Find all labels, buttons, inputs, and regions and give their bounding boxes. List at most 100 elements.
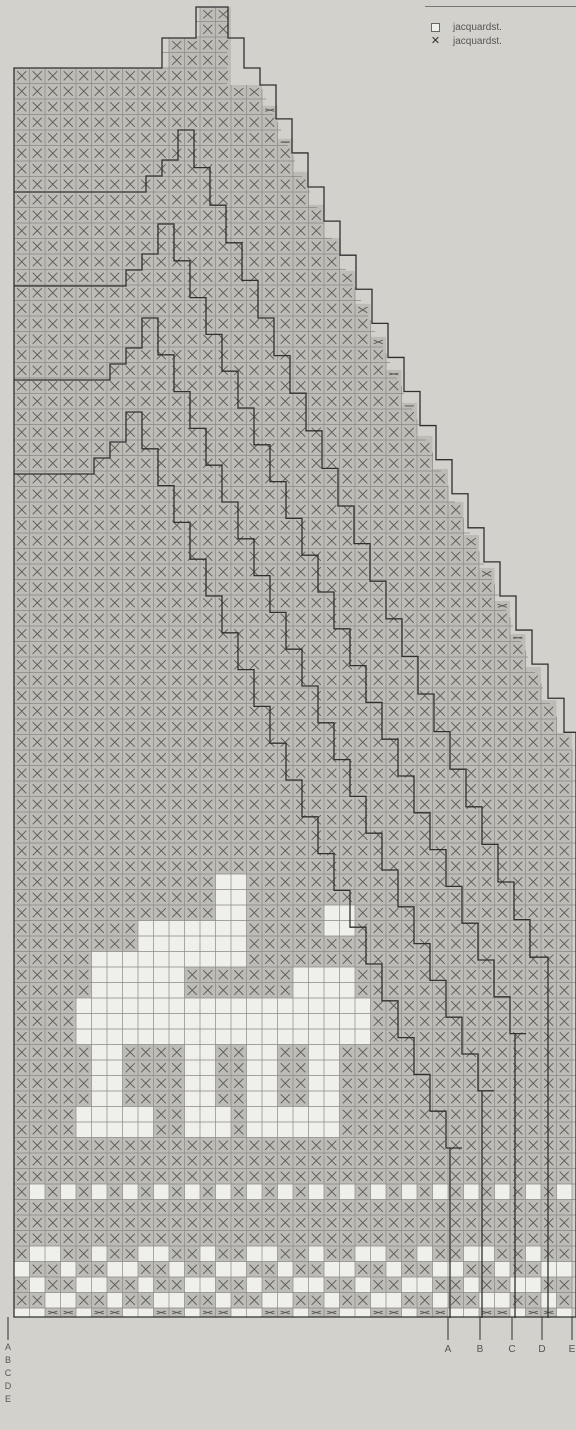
- chart-cell-empty: [231, 1308, 247, 1317]
- chart-cell-empty: [216, 874, 232, 890]
- chart-cell-empty: [340, 1184, 356, 1200]
- chart-cell-empty: [92, 1277, 108, 1293]
- chart-cell-empty: [324, 967, 340, 983]
- chart-cell-empty: [278, 1029, 294, 1045]
- chart-cell-empty: [324, 1091, 340, 1107]
- chart-cell-empty: [464, 1308, 480, 1317]
- chart-cell-empty: [293, 983, 309, 999]
- chart-cell-empty: [262, 1076, 278, 1092]
- chart-cell-empty: [247, 1308, 263, 1317]
- chart-cell-empty: [355, 1029, 371, 1045]
- chart-cell-empty: [231, 998, 247, 1014]
- chart-cell-empty: [541, 1262, 557, 1278]
- chart-cell-empty: [123, 1308, 139, 1317]
- chart-cell-empty: [293, 1308, 309, 1317]
- chart-cell-empty: [262, 1060, 278, 1076]
- chart-cell-empty: [14, 1308, 30, 1317]
- chart-cell-empty: [247, 1045, 263, 1061]
- size-marker-label: B: [477, 1344, 484, 1355]
- chart-cell-empty: [30, 1246, 46, 1262]
- chart-cell-empty: [340, 1014, 356, 1030]
- size-markers: ABCDEABCDE: [5, 1317, 576, 1404]
- chart-cell-empty: [107, 1107, 123, 1123]
- chart-cell-empty: [92, 1091, 108, 1107]
- chart-cell-empty: [386, 1293, 402, 1309]
- chart-cell-empty: [324, 1107, 340, 1123]
- chart-cell-empty: [61, 1184, 77, 1200]
- size-marker-label: E: [569, 1344, 576, 1355]
- chart-cell-empty: [154, 998, 170, 1014]
- chart-cell-empty: [324, 983, 340, 999]
- chart-cell-empty: [262, 1122, 278, 1138]
- chart-cell-empty: [309, 1107, 325, 1123]
- legend-item-empty: jacquardst.: [425, 20, 576, 34]
- chart-cell-empty: [107, 983, 123, 999]
- chart-cell-empty: [92, 1045, 108, 1061]
- chart-cell-empty: [92, 1122, 108, 1138]
- chart-cell-empty: [340, 905, 356, 921]
- legend: jacquardst. ✕ jacquardst.: [425, 20, 576, 48]
- chart-cell-empty: [278, 1184, 294, 1200]
- chart-cell-empty: [185, 1076, 201, 1092]
- chart-cell-empty: [247, 1184, 263, 1200]
- chart-cell-empty: [169, 936, 185, 952]
- chart-cell-empty: [76, 1107, 92, 1123]
- chart-cell-empty: [76, 1277, 92, 1293]
- chart-cell-empty: [61, 1262, 77, 1278]
- chart-cell-empty: [138, 1107, 154, 1123]
- chart-cell-empty: [557, 1308, 573, 1317]
- chart-cell-empty: [355, 1308, 371, 1317]
- chart-cell-empty: [293, 967, 309, 983]
- chart-cell-empty: [216, 1262, 232, 1278]
- chart-cell-empty: [402, 1308, 418, 1317]
- chart-cell-empty: [138, 936, 154, 952]
- chart-cell-empty: [231, 936, 247, 952]
- chart-cell-empty: [231, 1014, 247, 1030]
- chart-cell-empty: [200, 1122, 216, 1138]
- chart-cell-empty: [154, 967, 170, 983]
- chart-cell-empty: [247, 1076, 263, 1092]
- chart-cell-empty: [123, 967, 139, 983]
- chart-cell-empty: [154, 921, 170, 937]
- chart-cell-empty: [262, 1091, 278, 1107]
- chart-cell-empty: [30, 1308, 46, 1317]
- size-marker-label: B: [5, 1355, 11, 1365]
- chart-cell-empty: [14, 1262, 30, 1278]
- chart-cell-empty: [123, 983, 139, 999]
- chart-cell-empty: [138, 1122, 154, 1138]
- chart-cell-empty: [541, 1293, 557, 1309]
- chart-cell-empty: [92, 1246, 108, 1262]
- chart-cell-empty: [402, 1184, 418, 1200]
- chart-cell-empty: [355, 1014, 371, 1030]
- chart-cell-empty: [76, 998, 92, 1014]
- chart-cell-empty: [262, 1014, 278, 1030]
- chart-cell-empty: [185, 936, 201, 952]
- size-marker-label: D: [5, 1381, 12, 1391]
- chart-cell-empty: [433, 1293, 449, 1309]
- chart-cell-empty: [309, 967, 325, 983]
- chart-cell-empty: [169, 1293, 185, 1309]
- chart-cell-empty: [324, 1076, 340, 1092]
- chart-cell-empty: [200, 921, 216, 937]
- chart-cell-empty: [123, 952, 139, 968]
- chart-cell-empty: [324, 1060, 340, 1076]
- chart-cell-empty: [169, 1262, 185, 1278]
- chart-cell-empty: [107, 1293, 123, 1309]
- chart-cell-empty: [169, 1029, 185, 1045]
- chart-cell-empty: [92, 1107, 108, 1123]
- chart-cell-empty: [309, 1184, 325, 1200]
- chart-cell-empty: [324, 1029, 340, 1045]
- chart-cell-empty: [340, 1262, 356, 1278]
- chart-cell-empty: [200, 998, 216, 1014]
- chart-cell-empty: [107, 1122, 123, 1138]
- chart-cell-empty: [154, 983, 170, 999]
- chart-cell-empty: [247, 1091, 263, 1107]
- chart-cell-empty: [185, 998, 201, 1014]
- chart-cell-empty: [247, 1014, 263, 1030]
- chart-cell-empty: [185, 1091, 201, 1107]
- chart-cell-empty: [92, 952, 108, 968]
- chart-cell-empty: [216, 936, 232, 952]
- chart-cell-empty: [185, 1107, 201, 1123]
- chart-cell-empty: [76, 1029, 92, 1045]
- chart-cell-empty: [76, 1014, 92, 1030]
